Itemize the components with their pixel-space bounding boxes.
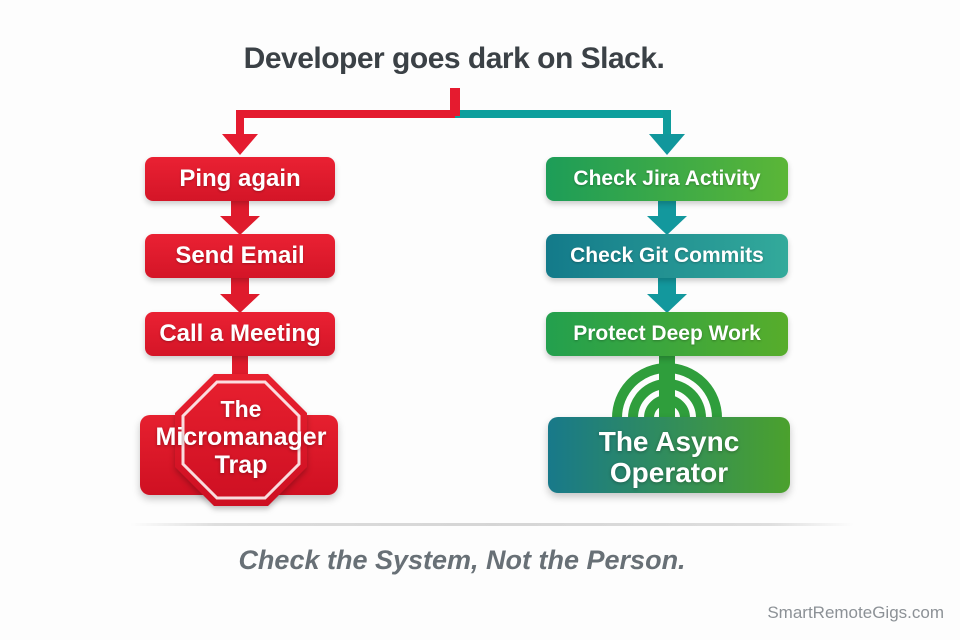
- footer-quote: Check the System, Not the Person.: [238, 545, 686, 575]
- left-down-arrows: [220, 198, 260, 380]
- step-label: Check Git Commits: [570, 244, 764, 267]
- trap-label-line: Trap: [214, 451, 268, 479]
- async-label-line: The Async: [598, 426, 740, 457]
- step-label: Send Email: [175, 242, 305, 269]
- async-label-line: Operator: [609, 457, 729, 488]
- flow-step-protect-deep-work: Protect Deep Work: [546, 312, 788, 356]
- right-down-arrows: [647, 198, 687, 313]
- async-operator-rect: [548, 417, 790, 493]
- step-label: Protect Deep Work: [573, 322, 761, 345]
- footer-divider: [130, 523, 854, 526]
- trap-label-line: Micromanager: [155, 423, 327, 451]
- flow-step-call-a-meeting: Call a Meeting: [145, 312, 335, 356]
- flow-step-send-email: Send Email: [145, 234, 335, 278]
- flow-step-check-git-commits: Check Git Commits: [546, 234, 788, 278]
- step-label: Ping again: [179, 165, 301, 192]
- async-stem-connector: [659, 355, 675, 421]
- micromanager-trap-label: The Micromanager Trap: [140, 396, 342, 479]
- trap-label-line: The: [220, 396, 262, 422]
- flow-step-ping-again: Ping again: [145, 157, 335, 201]
- watermark-text: SmartRemoteGigs.com: [767, 603, 944, 622]
- async-operator-label: The Async Operator: [548, 426, 790, 488]
- page-title: Developer goes dark on Slack.: [243, 42, 665, 75]
- flow-step-check-jira-activity: Check Jira Activity: [546, 157, 788, 201]
- step-label: Check Jira Activity: [573, 167, 761, 190]
- step-label: Call a Meeting: [159, 320, 321, 347]
- branch-split-connector: [222, 88, 685, 155]
